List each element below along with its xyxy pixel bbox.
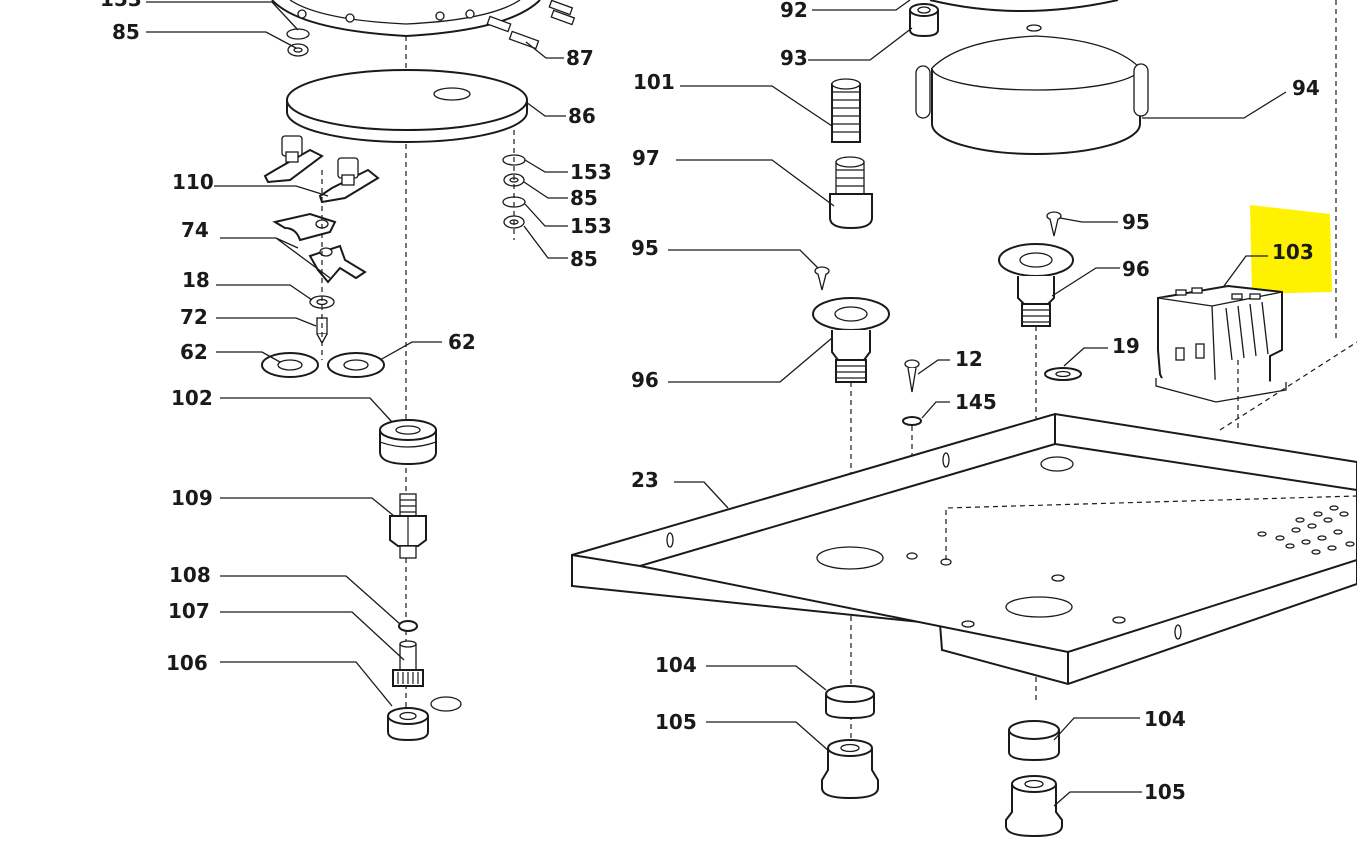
label-23: 23 <box>631 468 659 492</box>
label-107: 107 <box>168 599 210 623</box>
label-97: 97 <box>632 146 660 170</box>
label-18: 18 <box>182 268 210 292</box>
label-96-left: 96 <box>631 368 659 392</box>
adapter-97 <box>829 156 873 230</box>
label-95-right: 95 <box>1122 210 1150 234</box>
label-74: 74 <box>181 218 209 242</box>
ring-band-94 <box>915 35 1149 155</box>
middle-assembly <box>812 3 939 800</box>
label-93: 93 <box>780 46 808 70</box>
label-19: 19 <box>1112 334 1140 358</box>
label-62-right: 62 <box>448 330 476 354</box>
post-96-right <box>998 243 1074 327</box>
callout-labels: 153 85 87 86 153 85 153 85 110 74 18 72 … <box>100 0 1320 804</box>
label-85-a: 85 <box>570 186 598 210</box>
disc-86 <box>286 69 528 143</box>
label-86: 86 <box>568 104 596 128</box>
label-72: 72 <box>180 305 208 329</box>
left-assembly <box>261 0 576 742</box>
label-106: 106 <box>166 651 208 675</box>
grommet-102 <box>379 419 437 466</box>
label-62-left: 62 <box>180 340 208 364</box>
base-tray-23 <box>571 412 1357 686</box>
label-105-left: 105 <box>655 710 697 734</box>
label-94: 94 <box>1292 76 1320 100</box>
label-145: 145 <box>955 390 997 414</box>
label-103: 103 <box>1272 240 1314 264</box>
fitting-109 <box>389 493 427 559</box>
label-104-left: 104 <box>655 653 697 677</box>
label-92: 92 <box>780 0 808 22</box>
label-153-top: 153 <box>100 0 142 11</box>
label-110: 110 <box>172 170 214 194</box>
pins-87 <box>486 0 576 50</box>
label-101: 101 <box>633 70 675 94</box>
contactor-103 <box>1155 284 1287 403</box>
label-96-right: 96 <box>1122 257 1150 281</box>
post-96-left <box>812 297 890 383</box>
label-85-b: 85 <box>570 247 598 271</box>
label-104-right: 104 <box>1144 707 1186 731</box>
right-assembly <box>571 0 1357 838</box>
label-153-a: 153 <box>570 160 612 184</box>
highlight-marker-103 <box>1250 205 1332 294</box>
label-102: 102 <box>171 386 213 410</box>
label-12: 12 <box>955 347 983 371</box>
label-109: 109 <box>171 486 213 510</box>
terminals-110 <box>263 135 380 204</box>
label-87: 87 <box>566 46 594 70</box>
label-105-right: 105 <box>1144 780 1186 804</box>
label-85-top: 85 <box>112 20 140 44</box>
label-108: 108 <box>169 563 211 587</box>
leader-lines <box>146 0 1287 807</box>
label-153-b: 153 <box>570 214 612 238</box>
label-95-left: 95 <box>631 236 659 260</box>
threaded-tube-101 <box>831 78 861 143</box>
